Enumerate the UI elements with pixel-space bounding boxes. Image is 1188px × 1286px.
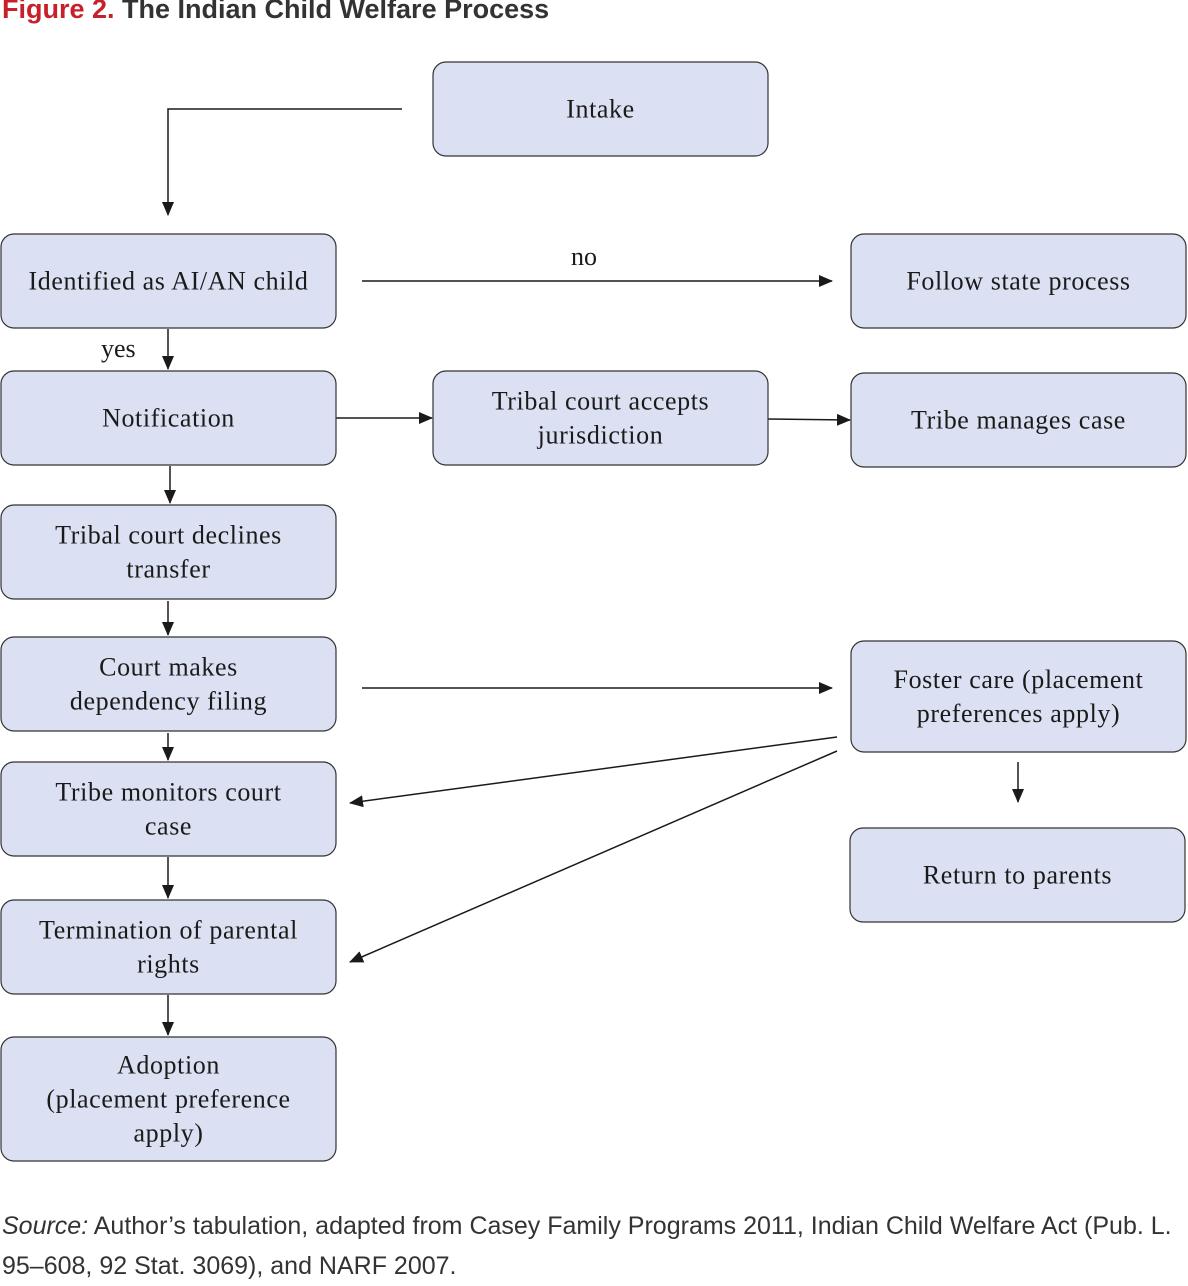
node-label-line: Return to parents: [923, 861, 1112, 890]
node-identified: Identified as AI/AN child: [0, 233, 337, 329]
node-label: Tribe manages case: [911, 406, 1126, 435]
node-label-line: Notification: [102, 404, 235, 433]
node-label-line: Tribal court accepts: [492, 387, 710, 416]
node-label: Identified as AI/AN child: [29, 267, 309, 296]
source-label: Source:: [2, 1212, 89, 1240]
node-label-line: Foster care (placement: [894, 665, 1144, 694]
node-label: Foster care (placement preferences apply): [894, 665, 1144, 728]
node-follow-state-process: Follow state process: [850, 233, 1187, 329]
node-label: Follow state process: [906, 267, 1130, 296]
node-label-line: rights: [137, 950, 200, 979]
node-label-line: Identified as AI/AN child: [29, 267, 309, 296]
node-label: Tribal court accepts jurisdiction: [492, 387, 710, 450]
edge-intake-to-identified: [162, 108, 402, 216]
node-label: Return to parents: [923, 861, 1112, 890]
node-notification: Notification: [0, 370, 337, 466]
node-label-line: transfer: [126, 555, 210, 584]
node-label-line: dependency filing: [70, 687, 267, 716]
edge-foster-care-to-monitors: [349, 736, 838, 808]
node-label-line: (placement preference: [46, 1085, 290, 1114]
node-label-line: jurisdiction: [537, 421, 664, 450]
figure-label: Figure 2.: [2, 0, 115, 24]
node-tribe-manages-case: Tribe manages case: [850, 372, 1187, 468]
node-label-line: Intake: [566, 95, 635, 124]
node-termination: Termination of parental rights: [0, 899, 337, 995]
node-label: Court makes dependency filing: [70, 653, 267, 716]
node-label-line: case: [145, 812, 192, 841]
edge-label-no: no: [571, 242, 597, 271]
flowchart: no yes Intake Identified as AI/AN child …: [0, 61, 1187, 1162]
node-label-line: Court makes: [99, 653, 238, 682]
node-label-line: preferences apply): [917, 699, 1121, 728]
node-label: Notification: [102, 404, 235, 433]
node-return-to-parents: Return to parents: [849, 827, 1186, 923]
node-dependency-filing: Court makes dependency filing: [0, 636, 337, 732]
edge-tribal-accepts-to-tribe-manages: [767, 413, 851, 426]
node-label-line: Tribal court declines: [55, 521, 282, 550]
edge-foster-care-to-termination: [349, 750, 838, 963]
figure-title-text: The Indian Child Welfare Process: [122, 0, 550, 24]
node-adoption: Adoption (placement preference apply): [0, 1036, 337, 1162]
node-label-line: Adoption: [117, 1051, 220, 1080]
node-label-line: Tribe monitors court: [55, 778, 281, 807]
node-intake: Intake: [432, 61, 769, 157]
node-label: Tribal court declines transfer: [55, 521, 282, 584]
node-label: Intake: [566, 95, 635, 124]
node-label-line: Termination of parental: [39, 916, 298, 945]
node-label: Tribe monitors court case: [55, 778, 281, 841]
figure-title: Figure 2. The Indian Child Welfare Proce…: [2, 0, 549, 25]
node-label: Termination of parental rights: [39, 916, 298, 979]
node-label: Adoption (placement preference apply): [46, 1051, 290, 1148]
source-text: Author’s tabulation, adapted from Casey …: [2, 1212, 1172, 1280]
node-tribal-court-accepts: Tribal court accepts jurisdiction: [432, 370, 769, 466]
source-note: Source: Author’s tabulation, adapted fro…: [2, 1206, 1186, 1286]
node-tribal-court-declines: Tribal court declines transfer: [0, 504, 337, 600]
node-foster-care: Foster care (placement preferences apply): [850, 640, 1187, 753]
node-label-line: Follow state process: [906, 267, 1130, 296]
edge-label-yes: yes: [101, 334, 136, 363]
node-label-line: Tribe manages case: [911, 406, 1126, 435]
node-label-line: apply): [133, 1119, 203, 1148]
node-tribe-monitors: Tribe monitors court case: [0, 761, 337, 857]
